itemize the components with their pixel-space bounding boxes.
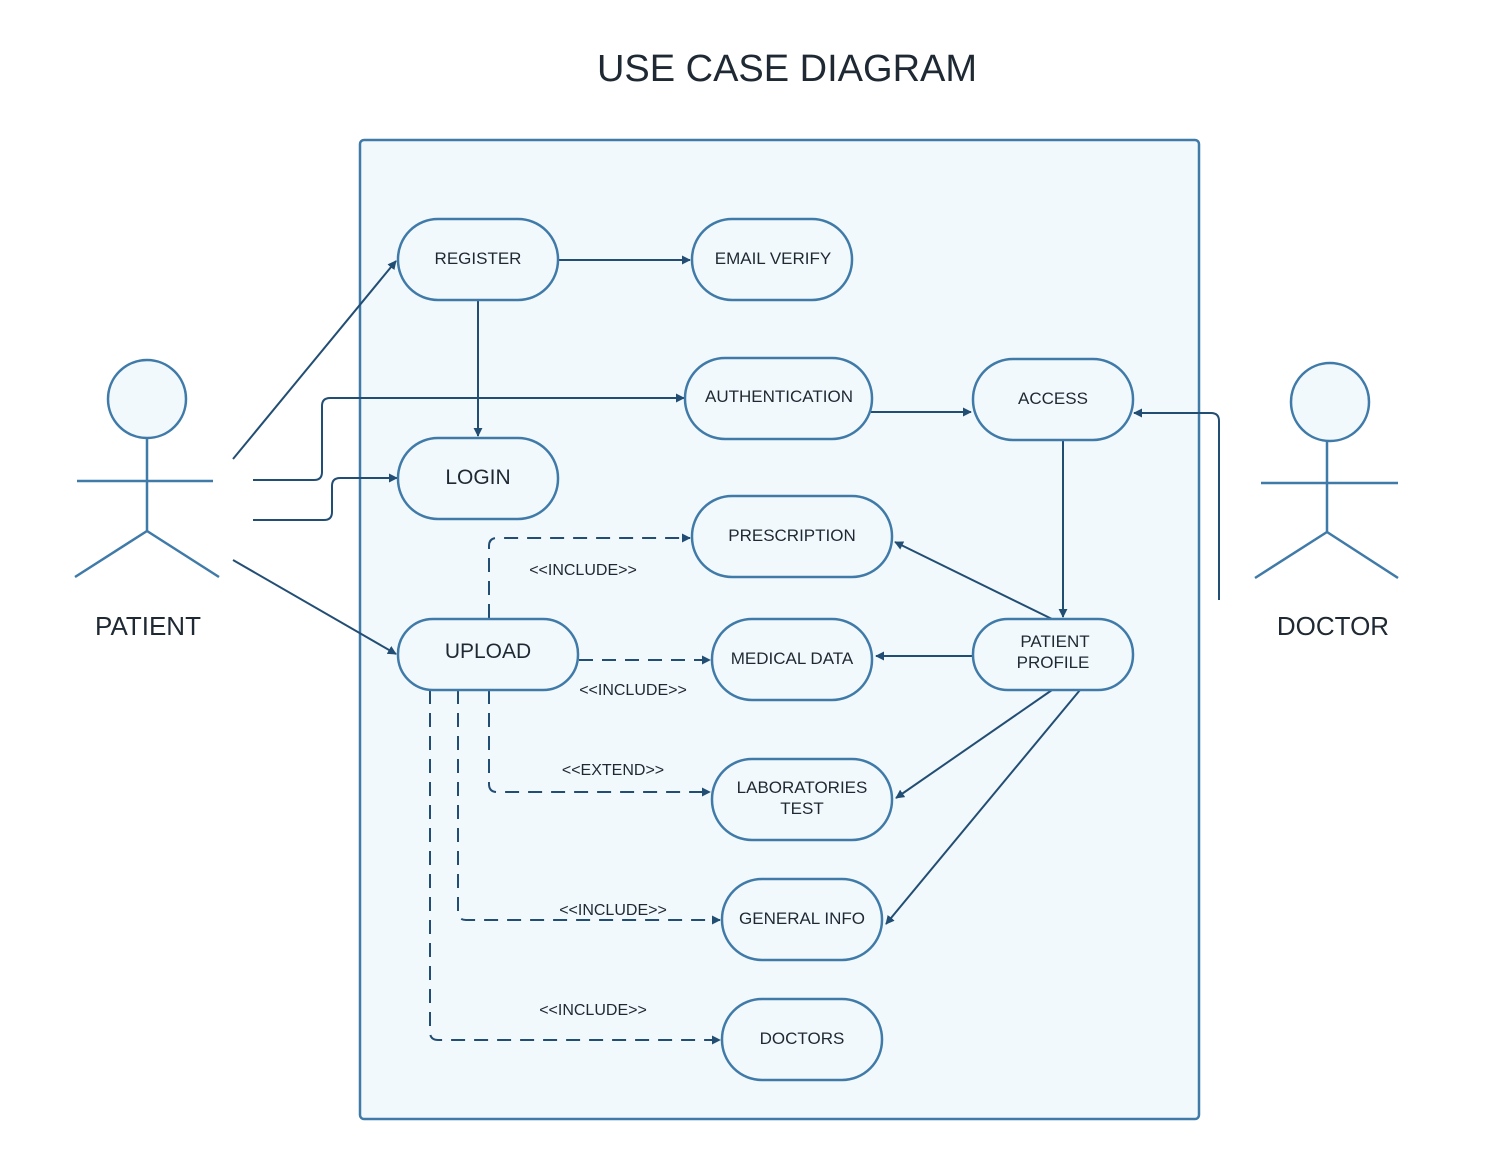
upload-label: UPLOAD <box>445 640 531 663</box>
patient-label: PATIENT <box>95 611 201 641</box>
use-case-laboratories-test[interactable]: LABORATORIES TEST <box>710 757 894 842</box>
prescription-label: PRESCRIPTION <box>728 526 856 545</box>
patient-profile-shape <box>971 617 1135 692</box>
upload-to-prescription-include <box>488 533 691 618</box>
include-medical-data-label: <<INCLUDE>> <box>579 682 687 699</box>
patient-actor[interactable]: PATIENT <box>74 358 220 641</box>
use-case-prescription[interactable]: PRESCRIPTION <box>690 494 894 579</box>
doctor-head <box>1289 361 1371 443</box>
doctor-to-access-link <box>1133 408 1220 600</box>
doctor-label: DOCTOR <box>1277 611 1389 641</box>
prescription-shape <box>690 494 894 579</box>
use-case-patient-profile[interactable]: PATIENT PROFILE <box>971 617 1135 692</box>
patient-profile-to-general-info-link <box>885 689 1081 925</box>
doctor-right-leg <box>1326 530 1399 580</box>
extend-laboratories-label: <<EXTEND>> <box>562 762 664 779</box>
laboratories-test-shape <box>710 757 894 842</box>
associations <box>232 255 1220 925</box>
doctors-shape <box>720 997 884 1082</box>
use-case-register[interactable]: REGISTER <box>396 217 560 302</box>
patient-to-upload-link <box>232 559 397 655</box>
login-shape <box>396 436 560 521</box>
upload-to-laboratories-extend <box>488 690 711 797</box>
access-shape <box>971 357 1135 442</box>
use-case-upload[interactable]: UPLOAD <box>396 617 580 692</box>
authentication-label: AUTHENTICATION <box>705 387 853 406</box>
patient-to-register-link <box>232 260 397 460</box>
upload-to-doctors-include <box>429 690 721 1045</box>
register-shape <box>396 217 560 302</box>
upload-to-general-info-include <box>457 690 721 925</box>
doctor-actor[interactable]: DOCTOR <box>1254 361 1399 641</box>
access-label: ACCESS <box>1018 389 1088 408</box>
patient-left-leg <box>74 529 148 579</box>
include-doctors-label: <<INCLUDE>> <box>539 1002 647 1019</box>
use-case-doctors[interactable]: DOCTORS <box>720 997 884 1082</box>
use-case-login[interactable]: LOGIN <box>396 436 560 521</box>
login-label: LOGIN <box>445 466 510 489</box>
register-label: REGISTER <box>435 249 522 268</box>
include-prescription-label: <<INCLUDE>> <box>529 562 637 579</box>
authentication-shape <box>683 356 874 441</box>
general-info-label: GENERAL INFO <box>739 909 865 928</box>
patient-profile-label-line2: PROFILE <box>1017 653 1090 672</box>
laboratories-test-label-line2: TEST <box>780 799 823 818</box>
use-case-general-info[interactable]: GENERAL INFO <box>720 877 884 962</box>
patient-profile-to-laboratories-link <box>895 689 1053 799</box>
medical-data-label: MEDICAL DATA <box>731 649 854 668</box>
use-case-medical-data[interactable]: MEDICAL DATA <box>710 617 874 702</box>
doctors-label: DOCTORS <box>760 1029 845 1048</box>
doctor-left-leg <box>1254 530 1328 580</box>
laboratories-test-label-line1: LABORATORIES <box>737 778 868 797</box>
patient-head <box>106 358 188 440</box>
medical-data-shape <box>710 617 874 702</box>
patient-to-authentication-link <box>253 393 685 481</box>
patient-profile-label-line1: PATIENT <box>1020 632 1089 651</box>
include-extend-relations <box>429 533 721 1045</box>
patient-to-login-link <box>253 473 398 521</box>
diagram-title: USE CASE DIAGRAM <box>597 48 977 90</box>
use-case-email-verify[interactable]: EMAIL VERIFY <box>690 217 854 302</box>
email-verify-label: EMAIL VERIFY <box>715 249 832 268</box>
patient-profile-to-prescription-link <box>894 541 1053 620</box>
patient-right-leg <box>146 529 220 579</box>
upload-shape <box>396 617 580 692</box>
email-verify-shape <box>690 217 854 302</box>
include-general-info-label: <<INCLUDE>> <box>559 902 667 919</box>
general-info-shape <box>720 877 884 962</box>
use-case-access[interactable]: ACCESS <box>971 357 1135 442</box>
use-case-authentication[interactable]: AUTHENTICATION <box>683 356 874 441</box>
